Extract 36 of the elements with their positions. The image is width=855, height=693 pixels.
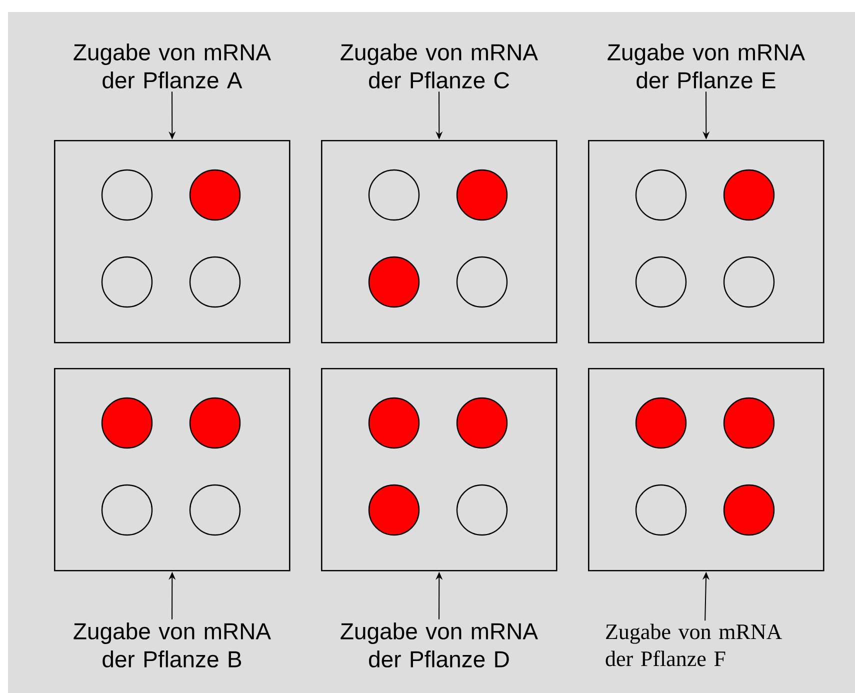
label-text: Zugabe von mRNA der Pflanze E	[608, 44, 805, 88]
sample-box	[321, 368, 558, 572]
filled-circle	[635, 397, 687, 449]
label-text: Zugabe von mRNA der Pflanze D	[340, 622, 538, 668]
filled-circle	[456, 397, 508, 449]
empty-circle	[456, 256, 508, 308]
filled-circle	[101, 397, 153, 449]
empty-circle	[635, 169, 687, 221]
filled-circle	[723, 484, 775, 536]
label-text: Zugabe von mRNA der Pflanze A	[74, 44, 271, 88]
empty-circle	[456, 484, 508, 536]
empty-circle	[101, 169, 153, 221]
filled-circle	[723, 169, 775, 221]
empty-circle	[101, 484, 153, 536]
empty-circle	[189, 256, 241, 308]
filled-circle	[368, 256, 420, 308]
sample-box	[588, 368, 824, 572]
sample-box	[54, 368, 290, 572]
filled-circle	[456, 169, 508, 221]
filled-circle	[723, 397, 775, 449]
label-text: Zugabe von mRNA der Pflanze B	[74, 622, 271, 668]
label-text: Zugabe von mRNA der Pflanze F	[606, 624, 782, 666]
label-text: Zugabe von mRNA der Pflanze C	[340, 44, 538, 88]
empty-circle	[101, 256, 153, 308]
filled-circle	[368, 484, 420, 536]
empty-circle	[635, 256, 687, 308]
empty-circle	[723, 256, 775, 308]
empty-circle	[368, 169, 420, 221]
sample-box	[54, 140, 290, 344]
filled-circle	[189, 169, 241, 221]
sample-box	[588, 140, 824, 344]
filled-circle	[368, 397, 420, 449]
sample-box	[321, 140, 558, 344]
empty-circle	[189, 484, 241, 536]
filled-circle	[189, 397, 241, 449]
empty-circle	[635, 484, 687, 536]
